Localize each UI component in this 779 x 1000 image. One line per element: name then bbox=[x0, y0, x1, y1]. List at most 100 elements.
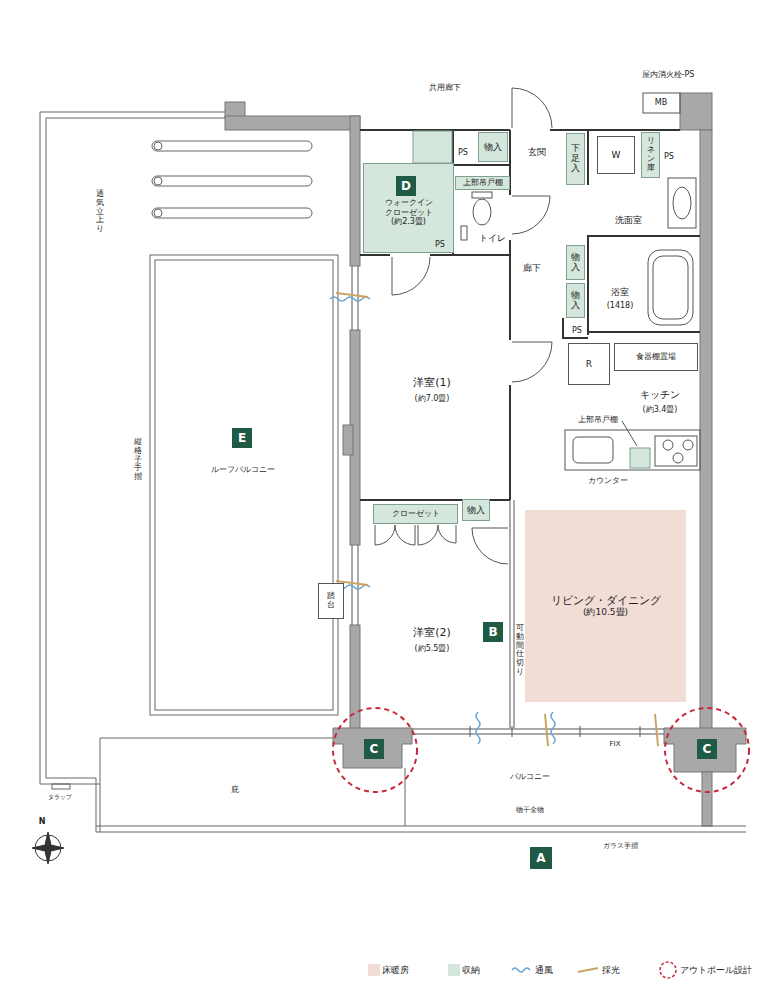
plan-label: (約3.4畳) bbox=[643, 405, 678, 415]
ventilation-mark bbox=[330, 297, 555, 972]
node-text: 物入 bbox=[571, 253, 580, 273]
door-swing bbox=[395, 525, 415, 545]
plan-label: 屋内消火栓-PS bbox=[642, 70, 695, 80]
daylight-mark bbox=[578, 968, 598, 972]
callout-marker: B bbox=[483, 622, 503, 642]
fixture bbox=[673, 453, 683, 463]
roof-balcony-outline bbox=[46, 118, 225, 778]
closet-area: ウォークイン クローゼット(約2.3畳)D bbox=[363, 163, 454, 253]
fixture bbox=[461, 93, 700, 470]
ventilation-mark bbox=[551, 712, 555, 744]
plan-label: 玄関 bbox=[528, 147, 546, 158]
plan-label: 共用廊下 bbox=[429, 83, 461, 93]
callout-letter: C bbox=[703, 742, 712, 756]
window-line bbox=[352, 266, 358, 625]
door-swing bbox=[512, 342, 552, 382]
storage-box: リネン庫 bbox=[641, 132, 660, 178]
storage-box: 上部吊戸棚 bbox=[455, 176, 510, 190]
fixture bbox=[668, 178, 696, 228]
door-swing bbox=[472, 528, 508, 564]
wall-line bbox=[563, 318, 588, 338]
door-swing bbox=[375, 525, 395, 545]
roof-balcony-outline bbox=[152, 141, 312, 151]
plan-label: (1418) bbox=[607, 301, 634, 311]
plan-label: 浴室 bbox=[611, 287, 629, 298]
vertical-label: 可動間仕切り bbox=[516, 624, 524, 677]
roof-balcony-outline bbox=[152, 176, 312, 186]
window-line bbox=[470, 726, 640, 737]
structure-wall bbox=[333, 728, 412, 768]
fixture bbox=[622, 421, 637, 446]
roof-balcony-outline bbox=[152, 208, 312, 218]
legend-text: 収納 bbox=[462, 965, 480, 976]
wall-line bbox=[453, 164, 510, 166]
node-text: (約10.5畳) bbox=[583, 607, 628, 618]
plan-label: PS bbox=[572, 326, 582, 336]
structure-wall bbox=[700, 130, 712, 730]
step-box: 踏台 bbox=[318, 583, 344, 619]
daylight-mark bbox=[545, 714, 548, 746]
plan-label: キッチン bbox=[640, 389, 680, 401]
node-text: (約2.3畳) bbox=[391, 217, 426, 227]
callout-marker: D bbox=[396, 176, 416, 196]
node-text: リビング・ダイニング bbox=[551, 594, 661, 607]
door-swing bbox=[438, 525, 456, 543]
floor-heating-area: リビング・ダイニング(約10.5畳) bbox=[525, 510, 686, 702]
storage-box: 物入 bbox=[566, 283, 585, 318]
storage-box: 物入 bbox=[566, 245, 585, 280]
fixture bbox=[473, 199, 491, 225]
ventilation-mark bbox=[512, 968, 530, 972]
fixture bbox=[673, 187, 691, 219]
node-text: R bbox=[586, 359, 592, 370]
plan-label: (約7.0畳) bbox=[415, 394, 450, 404]
callout-marker: E bbox=[232, 428, 252, 448]
node-text: 物入 bbox=[484, 142, 502, 153]
door-swing bbox=[392, 257, 430, 295]
wall-line bbox=[588, 236, 700, 332]
plan-label: 洗面室 bbox=[615, 215, 642, 226]
plan-label: PS bbox=[664, 152, 674, 162]
vertical-label: 縦格子手摺 bbox=[134, 438, 142, 482]
node-text: クローゼット bbox=[392, 509, 440, 519]
compass bbox=[32, 832, 64, 864]
plan-label: バルコニー bbox=[510, 772, 550, 782]
ventilation-mark bbox=[330, 297, 370, 301]
plan-label: トイレ bbox=[479, 233, 506, 244]
node-text: 食器棚置場 bbox=[636, 352, 676, 362]
daylight-mark bbox=[655, 714, 658, 746]
vertical-label: 通気立上り bbox=[96, 190, 104, 234]
storage-box: 物入 bbox=[462, 499, 490, 521]
fixture bbox=[683, 440, 693, 450]
node-text: 踏台 bbox=[327, 592, 335, 610]
node-text: 物入 bbox=[571, 291, 580, 311]
fixture bbox=[573, 437, 613, 463]
plan-label: (約5.5畳) bbox=[415, 644, 450, 654]
ventilation-mark bbox=[476, 712, 480, 744]
plan-label: 洋室(1) bbox=[413, 376, 451, 389]
plan-label: ルーフバルコニー bbox=[211, 465, 275, 475]
wall-line bbox=[360, 254, 510, 256]
plan-label: ガラス手摺 bbox=[603, 842, 638, 850]
roof-balcony-outline bbox=[96, 738, 333, 832]
roof-balcony-outline bbox=[405, 768, 406, 826]
outpole-circle bbox=[333, 708, 417, 792]
legend-text: アウトポール設計 bbox=[680, 965, 752, 976]
roof-balcony-outline bbox=[154, 142, 162, 150]
roof-balcony-outline bbox=[40, 112, 746, 832]
callout-letter: E bbox=[238, 431, 246, 445]
legend-text: 通風 bbox=[535, 965, 553, 976]
plan-label: PS bbox=[435, 240, 445, 250]
fixture bbox=[461, 226, 467, 240]
structure-wall bbox=[680, 93, 712, 130]
plan-label: 上部吊戸棚 bbox=[578, 415, 618, 425]
storage-box: 物入 bbox=[478, 132, 508, 162]
callout-marker: C bbox=[697, 739, 717, 759]
partition-line bbox=[510, 500, 514, 728]
roof-balcony-outline bbox=[154, 209, 162, 217]
structure-wall bbox=[702, 772, 712, 826]
callout-letter: A bbox=[536, 851, 545, 865]
plan-label: 廊下 bbox=[523, 263, 541, 274]
node-text: 上部吊戸棚 bbox=[463, 178, 503, 188]
wall-line bbox=[360, 129, 680, 131]
